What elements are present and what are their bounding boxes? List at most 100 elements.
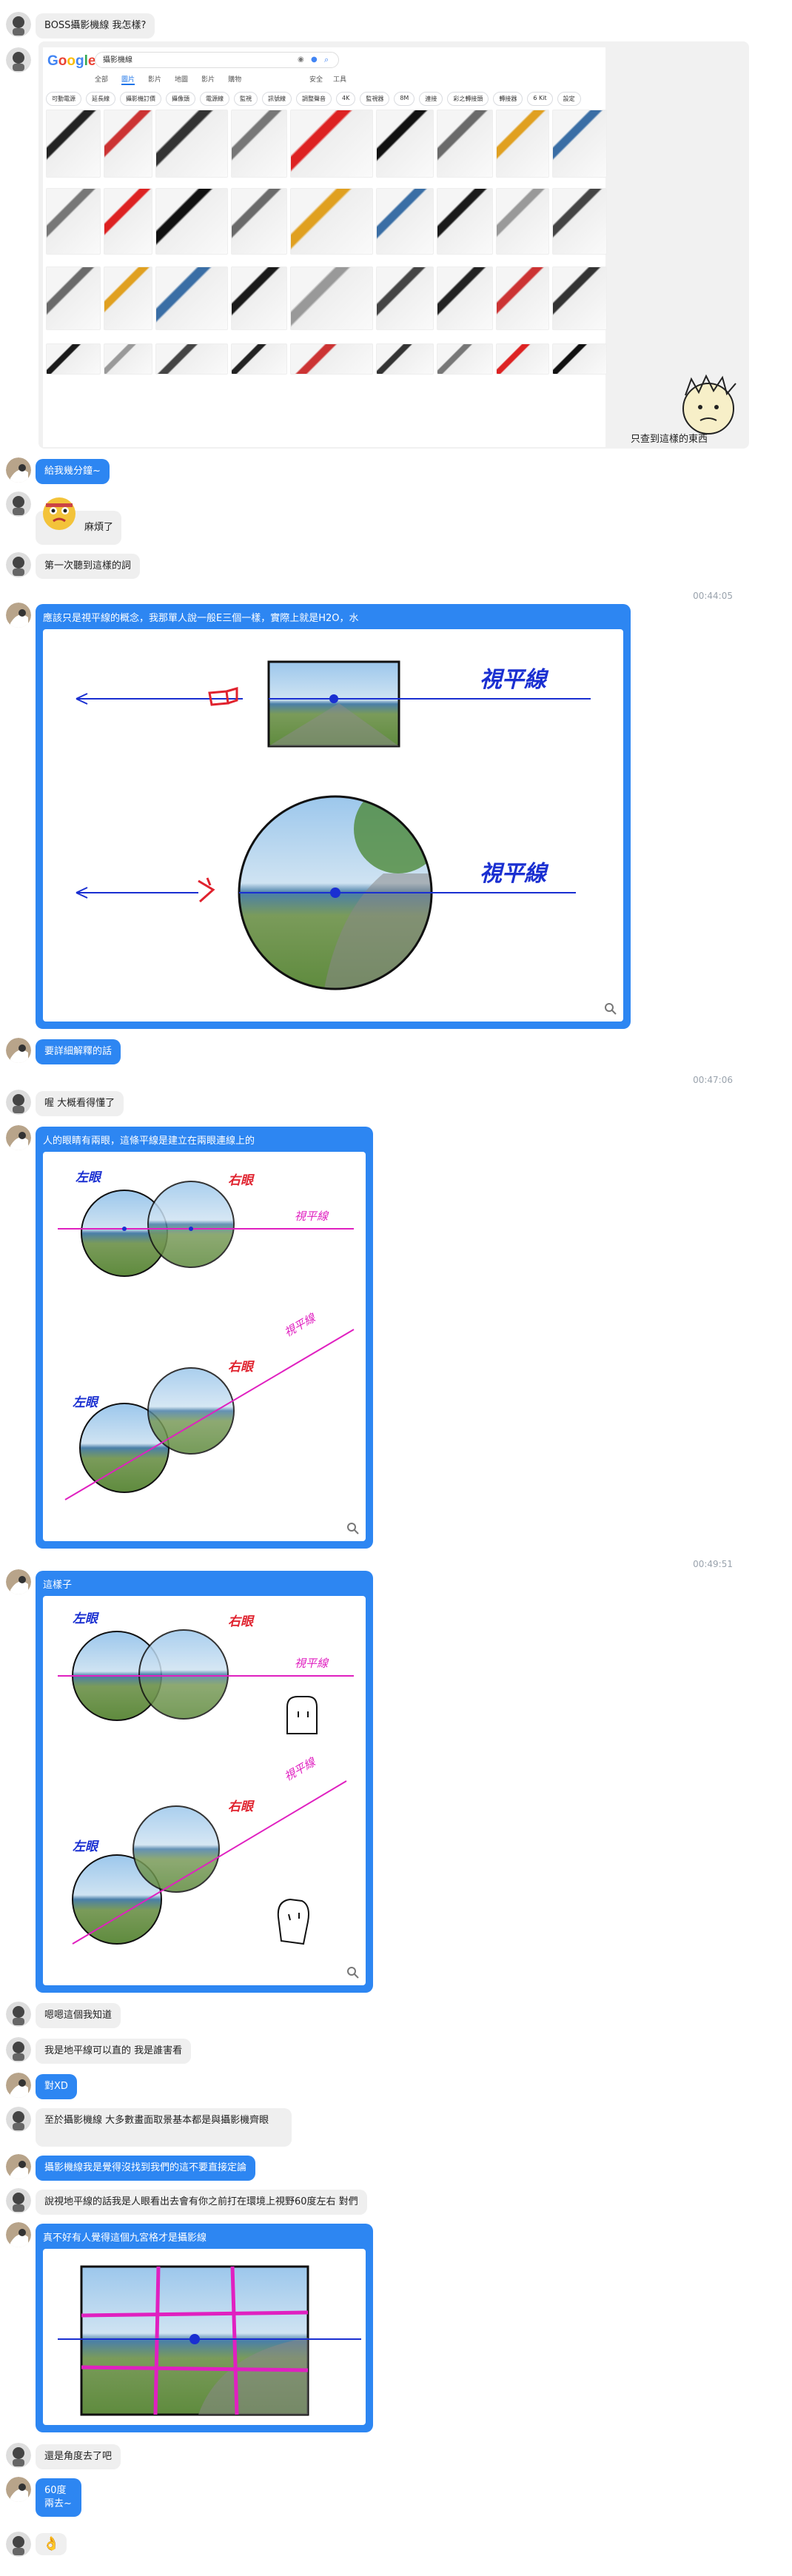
image-result-thumbnail[interactable]: [437, 343, 493, 375]
image-message[interactable]: 這樣子 左眼 右眼 視平線 左眼 右眼 視平線: [36, 1571, 373, 1993]
message-bubble: 攝影機線我是覺得沒找到我們的這不要直接定論: [36, 2156, 256, 2181]
image-message[interactable]: 人的眼睛有兩眼，這條平線是建立在兩眼連線上的 左眼 右眼 視平線 左眼 右眼 視…: [36, 1127, 373, 1549]
tool[interactable]: 安全: [309, 76, 323, 84]
filter-chip[interactable]: 攝像頭: [166, 92, 195, 106]
avatar[interactable]: [6, 2532, 31, 2557]
image-message[interactable]: 真不好有人覺得這個九宮格才是攝影線: [36, 2224, 373, 2432]
tab-active[interactable]: 圖片: [121, 74, 135, 85]
tool[interactable]: 工具: [333, 76, 347, 84]
image-result-thumbnail[interactable]: [155, 188, 228, 255]
zoom-icon[interactable]: [346, 1522, 360, 1535]
image-result-thumbnail[interactable]: [104, 343, 152, 375]
filter-chip[interactable]: 4K: [336, 92, 356, 106]
tab[interactable]: 全部: [95, 76, 109, 84]
annotation-label: 視平線: [282, 1754, 319, 1783]
image-result-thumbnail[interactable]: [552, 188, 607, 255]
image-result-thumbnail[interactable]: [155, 266, 228, 330]
annotation-label: 右眼: [228, 1799, 255, 1814]
image-result-thumbnail[interactable]: [231, 188, 287, 255]
avatar[interactable]: [6, 2154, 31, 2179]
avatar[interactable]: [6, 1038, 31, 1063]
image-result-thumbnail[interactable]: [376, 266, 434, 330]
image-result-thumbnail[interactable]: [437, 188, 493, 255]
filter-chip[interactable]: 8M: [394, 92, 415, 106]
avatar[interactable]: [6, 603, 31, 628]
avatar[interactable]: [6, 1569, 31, 1594]
avatar[interactable]: [6, 12, 31, 37]
filter-chip[interactable]: 6 Kit: [527, 92, 553, 106]
image-result-thumbnail[interactable]: [552, 110, 607, 178]
filter-chip[interactable]: 轉接器: [493, 92, 523, 106]
image-result-thumbnail[interactable]: [290, 110, 373, 178]
image-message[interactable]: 應該只是視平線的概念，我那單人說一般E三個一樣，實際上就是H2O，水: [36, 604, 631, 1029]
google-logo: Google: [47, 53, 96, 69]
image-result-thumbnail[interactable]: [552, 266, 607, 330]
image-result-thumbnail[interactable]: [231, 343, 287, 375]
avatar[interactable]: [6, 457, 31, 483]
image-result-thumbnail[interactable]: [290, 343, 373, 375]
filter-chip[interactable]: 延長線: [86, 92, 115, 106]
image-result-thumbnail[interactable]: [376, 188, 434, 255]
filter-chip[interactable]: 連接: [419, 92, 443, 106]
image-result-thumbnail[interactable]: [376, 110, 434, 178]
avatar[interactable]: [6, 2107, 31, 2132]
image-result-thumbnail[interactable]: [496, 110, 549, 178]
camera-icon[interactable]: ◉: [298, 56, 304, 64]
avatar[interactable]: [6, 47, 31, 73]
annotation-label: 左眼: [73, 1611, 100, 1626]
tab[interactable]: 影片: [148, 76, 162, 84]
avatar[interactable]: [6, 2073, 31, 2098]
avatar[interactable]: [6, 1125, 31, 1150]
avatar[interactable]: [6, 2002, 31, 2027]
avatar[interactable]: [6, 552, 31, 577]
search-input[interactable]: 攝影機線: [95, 52, 339, 68]
meme-sticker: [682, 374, 736, 435]
image-result-thumbnail[interactable]: [46, 343, 101, 375]
filter-chip[interactable]: 可動電源: [46, 92, 81, 106]
avatar[interactable]: [6, 2477, 31, 2502]
avatar[interactable]: [6, 2443, 31, 2468]
search-result-page: Google 攝影機線 ◉ ● ⌕ 全部 圖片 影片 地圖 影片 購物 安全 工…: [43, 47, 607, 447]
image-result-thumbnail[interactable]: [231, 266, 287, 330]
image-result-thumbnail[interactable]: [496, 188, 549, 255]
filter-chip[interactable]: 監視: [234, 92, 258, 106]
image-result-thumbnail[interactable]: [376, 343, 434, 375]
filter-chip[interactable]: 訊號線: [262, 92, 292, 106]
filter-chip[interactable]: 攝影機訂價: [120, 92, 161, 106]
image-result-thumbnail[interactable]: [496, 266, 549, 330]
search-screenshot-message[interactable]: Google 攝影機線 ◉ ● ⌕ 全部 圖片 影片 地圖 影片 購物 安全 工…: [38, 41, 749, 449]
image-result-thumbnail[interactable]: [46, 266, 101, 330]
filter-chip[interactable]: 設定: [557, 92, 581, 106]
tab[interactable]: 影片: [201, 76, 215, 84]
avatar[interactable]: [6, 2188, 31, 2213]
image-result-thumbnail[interactable]: [46, 188, 101, 255]
filter-chip[interactable]: 監視器: [360, 92, 390, 106]
filter-chip[interactable]: 調整聲音: [296, 92, 332, 106]
image-result-thumbnail[interactable]: [496, 343, 549, 375]
image-result-thumbnail[interactable]: [155, 343, 228, 375]
image-result-thumbnail[interactable]: [46, 110, 101, 178]
image-result-thumbnail[interactable]: [437, 266, 493, 330]
image-result-thumbnail[interactable]: [155, 110, 228, 178]
drawing-image: [43, 2249, 366, 2425]
image-result-thumbnail[interactable]: [104, 266, 152, 330]
avatar[interactable]: [6, 492, 31, 517]
zoom-icon[interactable]: [346, 1966, 360, 1979]
tab[interactable]: 購物: [228, 76, 242, 84]
filter-chip[interactable]: 彩之轉接頭: [447, 92, 489, 106]
filter-chip[interactable]: 電源線: [200, 92, 229, 106]
mic-icon[interactable]: ●: [311, 56, 318, 64]
search-icon[interactable]: ⌕: [324, 55, 329, 64]
image-result-thumbnail[interactable]: [104, 110, 152, 178]
image-result-thumbnail[interactable]: [290, 266, 373, 330]
avatar[interactable]: [6, 2222, 31, 2247]
image-result-thumbnail[interactable]: [104, 188, 152, 255]
tab[interactable]: 地圖: [175, 76, 189, 84]
image-result-thumbnail[interactable]: [552, 343, 607, 375]
avatar[interactable]: [6, 1090, 31, 1115]
image-result-thumbnail[interactable]: [290, 188, 373, 255]
zoom-icon[interactable]: [604, 1002, 617, 1016]
image-result-thumbnail[interactable]: [437, 110, 493, 178]
avatar[interactable]: [6, 2037, 31, 2062]
image-result-thumbnail[interactable]: [231, 110, 287, 178]
